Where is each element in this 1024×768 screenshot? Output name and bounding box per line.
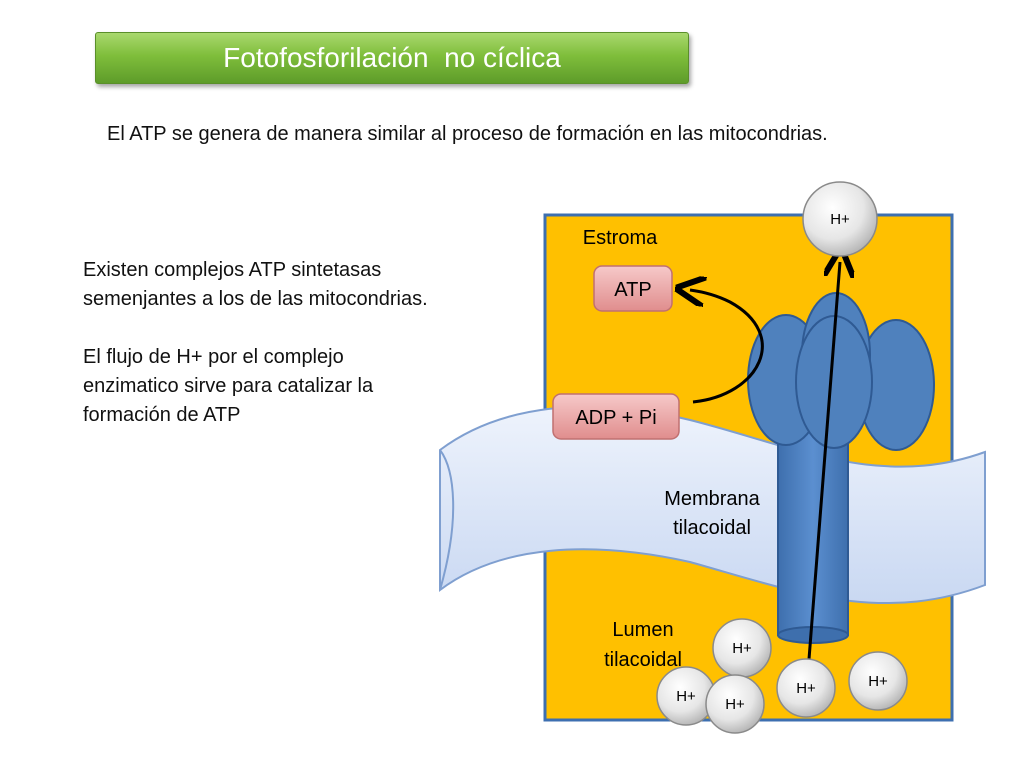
proton-lumen-5: H+ <box>848 651 908 711</box>
proton-label: H+ <box>868 673 888 690</box>
proton-lumen-3: H+ <box>705 674 765 734</box>
proton-label: H+ <box>796 680 816 697</box>
synthase-lobe-front <box>795 315 873 449</box>
explanation-text: Existen complejos ATP sintetasas semenja… <box>83 256 428 459</box>
intro-text: El ATP se genera de manera similar al pr… <box>107 123 828 145</box>
proton-arrow-icon <box>806 262 840 673</box>
proton-label: H+ <box>830 211 850 228</box>
atp-label: ATP <box>614 279 651 301</box>
proton-top: H+ <box>802 181 878 257</box>
paragraph-proton-flow: El flujo de H+ por el complejo enzimatic… <box>83 346 374 426</box>
stroma-label: Estroma <box>583 227 658 249</box>
curved-arrow-icon <box>690 290 764 404</box>
lumen-label-line1: Lumen <box>612 619 673 641</box>
proton-label: H+ <box>676 688 696 705</box>
proton-lumen-1: H+ <box>712 618 772 678</box>
proton-lumen-4: H+ <box>776 658 836 718</box>
membrane-label-line1: Membrana <box>664 488 760 510</box>
lumen-label-line2: tilacoidal <box>604 649 682 671</box>
adp-label: ADP + Pi <box>575 407 656 429</box>
paragraph-synthase: Existen complejos ATP sintetasas semenja… <box>83 259 428 310</box>
atp-box <box>593 265 673 312</box>
membrane-edge <box>439 449 455 591</box>
membrane-label-line2: tilacoidal <box>673 517 751 539</box>
adp-box <box>552 393 680 440</box>
synthase-stalk-base <box>777 626 849 644</box>
proton-lumen-2: H+ <box>656 666 716 726</box>
proton-label: H+ <box>732 640 752 657</box>
slide-title: Fotofosforilación no cíclica <box>223 42 561 73</box>
title-banner: Fotofosforilación no cíclica <box>95 32 689 84</box>
proton-label: H+ <box>725 696 745 713</box>
